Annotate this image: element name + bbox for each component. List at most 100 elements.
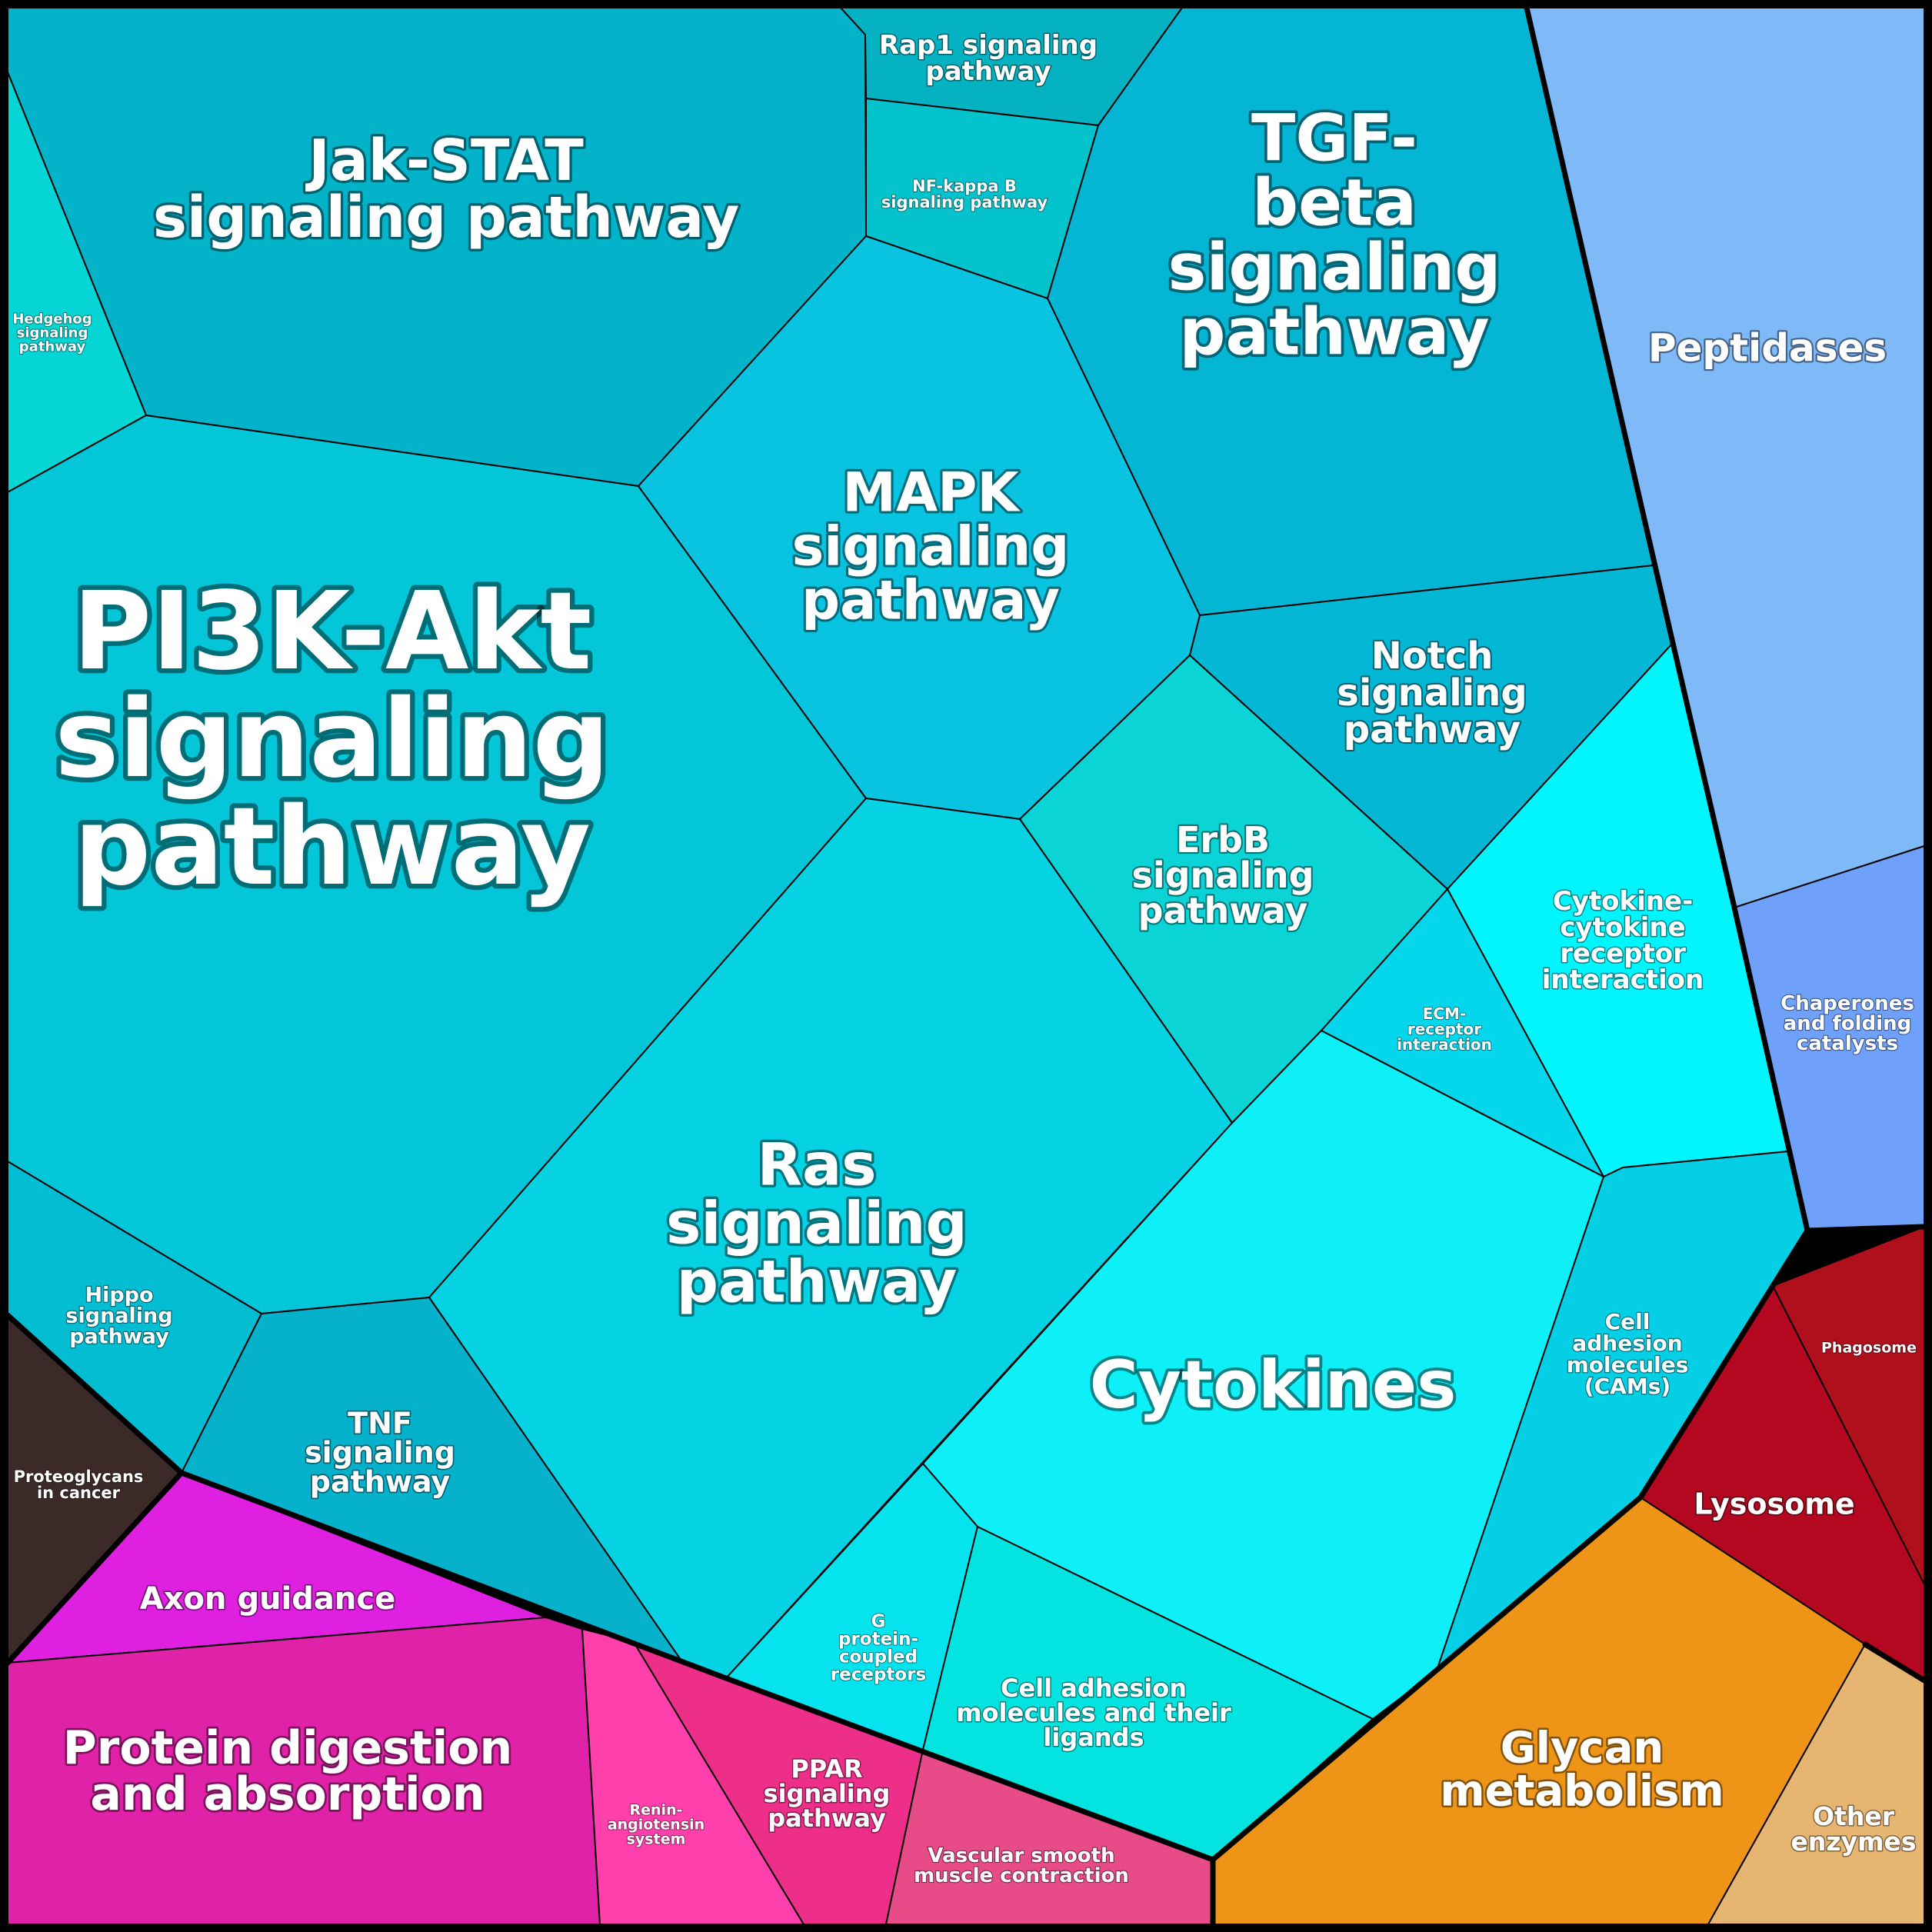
group-border: [5, 1470, 185, 1666]
label-line: signaling: [1337, 671, 1527, 715]
label-line: Proteoglycans: [14, 1467, 144, 1486]
label-line: NF-kappa B: [912, 177, 1017, 195]
label-line: signaling pathway: [881, 193, 1048, 212]
label-line: Renin-: [630, 1802, 683, 1819]
label-line: interaction: [1397, 1035, 1492, 1054]
label-line: receptors: [831, 1665, 926, 1685]
label-line: enzymes: [1790, 1827, 1916, 1857]
label-line: Glycan: [1501, 1724, 1664, 1774]
label-line: Jak-STAT: [305, 128, 584, 194]
label-line: ECM-: [1423, 1004, 1467, 1023]
group-border: [5, 1312, 1216, 1863]
label-line: beta: [1252, 165, 1417, 240]
label-line: pathway: [1179, 294, 1489, 369]
label-line: pathway: [74, 784, 591, 910]
label-cytokines: Cytokines: [1090, 1347, 1457, 1424]
label-line: signaling: [17, 325, 88, 341]
label-line: signaling: [792, 515, 1070, 578]
label-line: molecules: [1567, 1352, 1689, 1377]
label-line: protein-: [838, 1630, 918, 1650]
label-line: molecules and their: [956, 1698, 1231, 1727]
label-lysosome: Lysosome: [1694, 1487, 1854, 1521]
label-line: angiotensin: [608, 1817, 705, 1834]
label-line: metabolism: [1440, 1767, 1724, 1817]
label-line: pathway: [69, 1324, 169, 1348]
label-peptidases: Peptidases: [1648, 326, 1887, 371]
label-line: catalysts: [1797, 1032, 1898, 1055]
label-line: PI3K-Akt: [73, 569, 592, 695]
label-line: Peptidases: [1648, 326, 1887, 371]
label-line: Ras: [757, 1131, 876, 1199]
label-line: Vascular smooth: [928, 1844, 1114, 1867]
label-line: signaling: [305, 1435, 455, 1469]
group-border: [1862, 1641, 1927, 1684]
group-border: [1524, 5, 1810, 1234]
label-line: pathway: [677, 1247, 958, 1316]
label-line: Cell adhesion: [1001, 1674, 1187, 1703]
label-line: receptor: [1560, 938, 1686, 969]
label-line: Other: [1813, 1801, 1895, 1831]
label-line: muscle contraction: [914, 1864, 1129, 1887]
label-line: signaling: [666, 1189, 968, 1257]
label-line: Rap1 signaling: [879, 30, 1098, 61]
label-line: Notch: [1371, 635, 1494, 678]
label-line: Cytokines: [1090, 1347, 1457, 1424]
label-line: Cytokine-: [1553, 886, 1693, 917]
label-axon-guidance: Axon guidance: [140, 1581, 395, 1617]
group-border: [1804, 1224, 1927, 1234]
label-line: pathway: [1138, 890, 1308, 931]
label-line: system: [627, 1831, 686, 1848]
label-line: pathway: [1344, 708, 1521, 751]
label-line: receptor: [1407, 1020, 1481, 1038]
label-phagosome: Phagosome: [1821, 1340, 1917, 1357]
label-line: Axon guidance: [140, 1581, 395, 1617]
label-line: cytokine: [1560, 912, 1685, 943]
label-line: pathway: [768, 1804, 886, 1833]
label-line: coupled: [839, 1647, 918, 1667]
label-line: pathway: [801, 569, 1060, 632]
label-line: Chaperones: [1780, 992, 1914, 1015]
label-line: TNF: [348, 1406, 412, 1440]
label-line: TGF-: [1251, 100, 1417, 175]
label-line: signaling: [1168, 229, 1501, 305]
label-line: PPAR: [791, 1754, 862, 1784]
label-line: (CAMs): [1584, 1374, 1671, 1399]
label-line: Protein digestion: [63, 1721, 512, 1775]
label-line: Lysosome: [1694, 1487, 1854, 1521]
label-line: signaling: [1131, 854, 1314, 896]
label-line: G: [871, 1612, 886, 1632]
label-line: signaling: [65, 1304, 172, 1327]
label-line: Hippo: [85, 1283, 153, 1307]
label-line: adhesion: [1572, 1331, 1682, 1356]
label-line: ErbB: [1176, 819, 1270, 861]
label-line: signaling: [764, 1779, 891, 1808]
label-line: pathway: [925, 56, 1051, 87]
label-line: Phagosome: [1821, 1340, 1917, 1357]
label-line: pathway: [310, 1464, 451, 1498]
label-line: Cell: [1605, 1309, 1651, 1334]
